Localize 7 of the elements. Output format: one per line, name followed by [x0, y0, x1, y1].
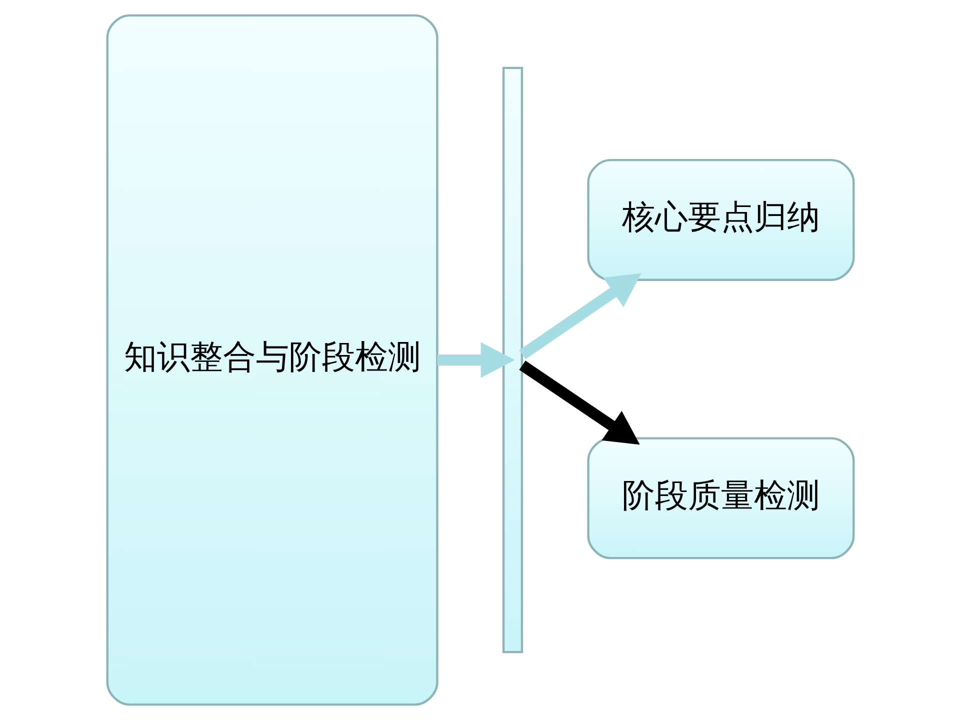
node-box: 核心要点归纳 [586, 158, 854, 281]
arrow [518, 360, 640, 445]
arrow [518, 273, 641, 360]
node-box: 知识整合与阶段检测 [106, 14, 438, 706]
node-bar [502, 66, 523, 654]
node-box: 阶段质量检测 [586, 437, 854, 560]
arrow [436, 342, 514, 378]
